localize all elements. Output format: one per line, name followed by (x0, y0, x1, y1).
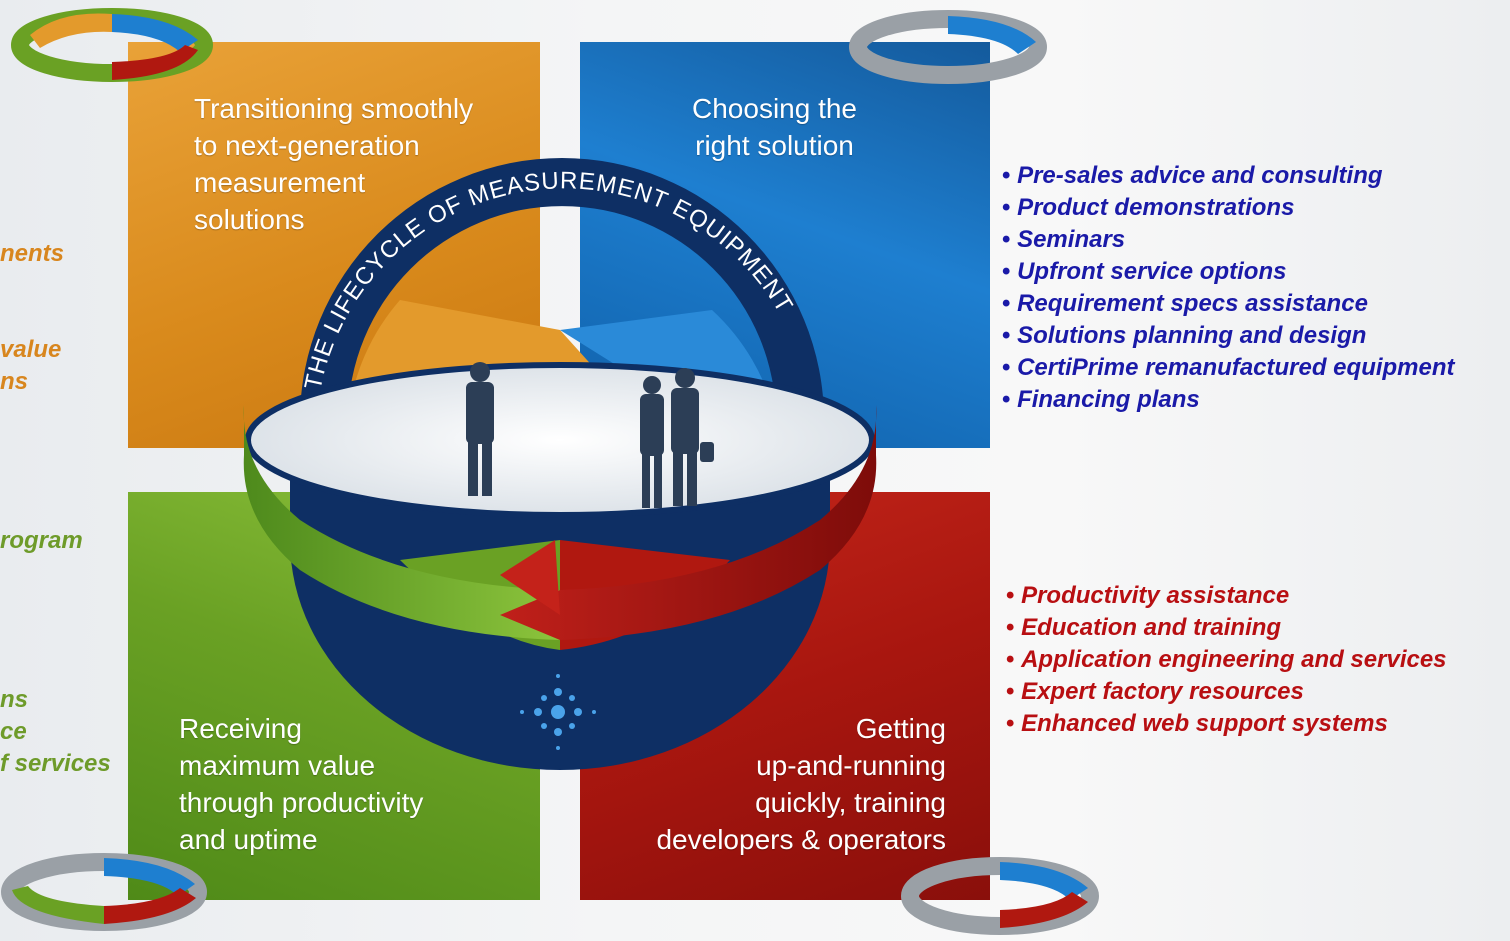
left-fragment-green: rogram (0, 527, 83, 554)
list-item: Expert factory resources (1006, 676, 1447, 708)
list-item: Product demonstrations (1002, 192, 1455, 224)
list-item: Productivity assistance (1006, 580, 1447, 612)
list-item: Solutions planning and design (1002, 320, 1455, 352)
red-arrow-head (500, 540, 560, 615)
left-fragment-orange: nents (0, 240, 65, 267)
list-item: Education and training (1006, 612, 1447, 644)
choosing-services-list: Pre-sales advice and consulting Product … (1002, 160, 1455, 416)
list-item: Upfront service options (1002, 256, 1455, 288)
ring-icon-top-left (11, 8, 213, 82)
red-arrow-band (500, 405, 877, 640)
people-silhouettes (466, 362, 714, 508)
left-fragment-orange: ns (0, 368, 29, 395)
list-item: Seminars (1002, 224, 1455, 256)
list-item: Requirement specs assistance (1002, 288, 1455, 320)
ring-icon-bottom-right (901, 857, 1099, 935)
left-fragment-green: ce (0, 718, 27, 745)
floor-disc (245, 362, 875, 518)
list-item: Application engineering and services (1006, 644, 1446, 676)
left-fragment-green: f services (0, 750, 111, 777)
list-item: CertiPrime remanufactured equipment (1002, 352, 1454, 384)
list-item: Financing plans (1002, 384, 1455, 416)
green-band (243, 405, 560, 640)
logo-spark-icon (520, 674, 596, 750)
list-item: Enhanced web support systems (1006, 708, 1447, 740)
quadrant-transitioning-text: Transitioning smoothly to next-generatio… (194, 93, 474, 235)
ring-arch (300, 158, 824, 420)
quadrant-choosing-text: Choosing the right solution (692, 93, 858, 161)
quadrant-receiving-text: Receiving maximum value through producti… (179, 713, 424, 855)
getting-started-list: Productivity assistance Education and tr… (1006, 580, 1447, 740)
list-item: Pre-sales advice and consulting (1002, 160, 1455, 192)
ring-icon-top-right (849, 10, 1047, 84)
left-fragment-orange: value (0, 336, 62, 363)
ring-icon-bottom-left (1, 853, 207, 931)
left-fragment-green: ns (0, 686, 29, 713)
quadrant-getting-text: Getting up-and-running quickly, training… (656, 713, 946, 855)
